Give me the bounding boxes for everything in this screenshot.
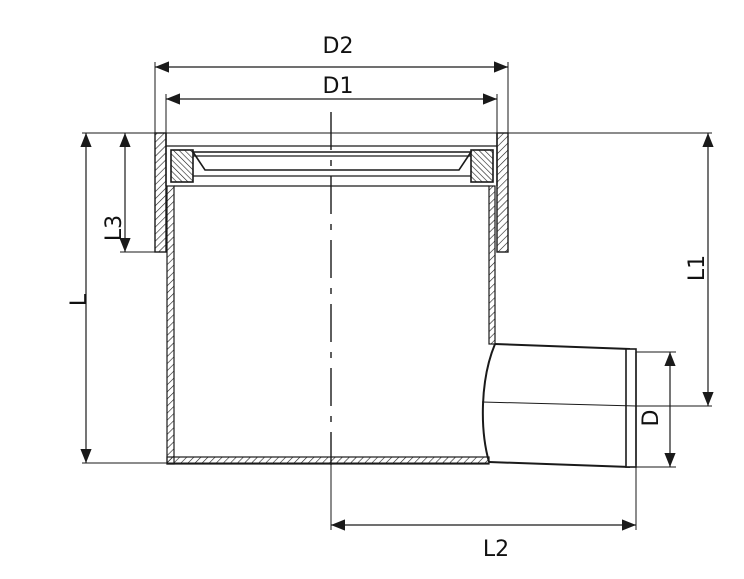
label-l: L [67,293,92,306]
dimensions [80,61,714,531]
left-wall [166,185,175,465]
label-d1: D1 [323,74,354,99]
label-d: D [639,410,664,427]
seal-left [170,149,194,183]
drain-body [154,132,637,468]
right-wall [488,185,496,345]
label-l3: L3 [102,215,127,241]
collar-left [154,132,167,253]
label-l2: L2 [483,537,509,562]
seal-lip [191,151,473,171]
label-l1: L1 [685,255,710,281]
label-d2: D2 [323,34,354,59]
collar-right [496,132,509,253]
seal-right [470,149,494,183]
outlet-pipe [481,343,637,468]
